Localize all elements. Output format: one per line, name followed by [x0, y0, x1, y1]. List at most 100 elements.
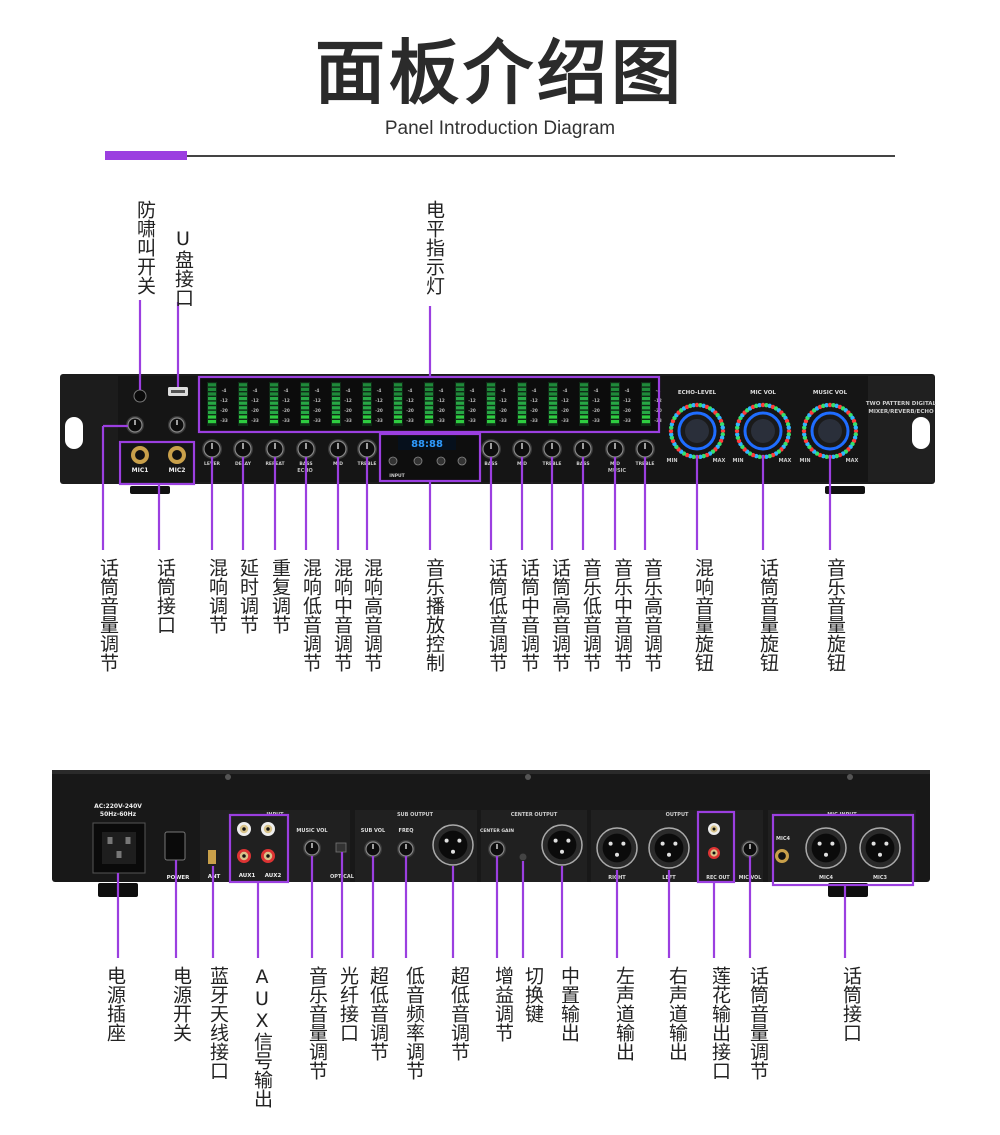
meter-segment — [270, 383, 278, 387]
right-output-xlr-pin — [621, 841, 626, 846]
meter-tick: -20 — [344, 408, 352, 413]
label-feedback-switch: 防啸叫开关 — [134, 200, 156, 295]
meter-segment — [363, 401, 371, 405]
meter-segment — [611, 406, 619, 410]
echo-level-knob-led — [691, 454, 696, 459]
front-foot-left — [130, 486, 170, 494]
meter-segment — [487, 383, 495, 387]
rec-out-right-hole — [712, 851, 716, 855]
meter-segment — [580, 415, 588, 419]
meter-segment — [208, 383, 216, 387]
meter-tick: -12 — [623, 398, 631, 403]
meter-tick: -12 — [530, 398, 538, 403]
meter-segment — [239, 410, 247, 414]
label-usb-port: U盘接口 — [172, 228, 194, 307]
mic2-text: MIC2 — [169, 467, 186, 474]
meter-segment — [580, 392, 588, 396]
right-output-xlr-body — [602, 833, 632, 863]
mic-vol-knob-caption: MIC VOL — [750, 390, 776, 396]
power-socket-inner — [102, 832, 136, 864]
meter-segment — [580, 383, 588, 387]
meter-tick: -4 — [284, 388, 289, 393]
meter-tick: -4 — [408, 388, 413, 393]
meter-segment — [363, 397, 371, 401]
mic-vol-knob-led — [757, 454, 762, 459]
meter-segment — [580, 401, 588, 405]
rca-output-highlight — [696, 810, 736, 884]
meter-segment — [549, 406, 557, 410]
meter-segment — [239, 383, 247, 387]
label-rca-output: 莲花输出接口 — [709, 966, 731, 1080]
meter-segment — [425, 392, 433, 396]
label-mic-vol-rear: 话筒音量调节 — [747, 966, 769, 1080]
meter-segment — [642, 420, 650, 424]
meter-tick: -12 — [344, 398, 352, 403]
meter-segment — [642, 410, 650, 414]
mic-vol-knob-led — [754, 403, 759, 409]
echo-level-knob-led — [691, 403, 696, 408]
front-foot-right — [825, 486, 865, 494]
meter-segment — [518, 420, 526, 424]
meter-segment — [394, 397, 402, 401]
meter-segment — [301, 387, 309, 391]
meter-segment — [580, 410, 588, 414]
meter-segment — [549, 401, 557, 405]
usb-port-slot — [171, 390, 185, 393]
echo-level-knob-led — [669, 432, 674, 437]
meter-segment — [394, 383, 402, 387]
label-mic-treble: 话筒高音调节 — [549, 558, 571, 672]
echo-level-knob-led — [720, 432, 725, 437]
label-sub-output: 超低音调节 — [448, 966, 470, 1061]
meter-segment — [208, 387, 216, 391]
meter-segment — [363, 387, 371, 391]
right-output-xlr-pin — [615, 852, 619, 857]
meter-tick: -33 — [220, 418, 228, 423]
meter-tick: -20 — [530, 408, 538, 413]
meter-segment — [518, 387, 526, 391]
music-vol-knob-led — [821, 403, 826, 409]
mic-vol-knob-led — [785, 422, 791, 427]
meter-segment — [270, 406, 278, 410]
mic-vol-knob-led — [786, 432, 791, 437]
playback-button — [457, 456, 467, 466]
label-right-output: 右声道输出 — [666, 966, 688, 1061]
label-power-switch: 电源开关 — [170, 966, 192, 1042]
power-switch — [164, 831, 186, 861]
label-optical: 光纤接口 — [337, 966, 359, 1042]
meter-segment — [363, 415, 371, 419]
echo-level-knob-led — [669, 435, 675, 440]
rear-sub-vol-text: SUB VOL — [361, 828, 386, 834]
aux2-left-hole — [266, 827, 270, 831]
mic4-xlr-body — [811, 833, 841, 863]
meter-segment — [363, 383, 371, 387]
meter-segment — [239, 420, 247, 424]
music-group-text: MUSIC — [608, 468, 626, 474]
music-vol-knob-min: MIN — [799, 458, 810, 464]
mic-vol-knob-led — [767, 453, 772, 459]
meter-segment — [239, 387, 247, 391]
rear-aux1-text: AUX1 — [239, 873, 256, 879]
mic3-xlr-pin — [878, 852, 882, 857]
feedback-switch — [133, 389, 147, 403]
music-vol-knob-led — [852, 422, 858, 427]
playback-display-text: 88:88 — [411, 439, 443, 450]
echo-level-knob-led — [720, 425, 725, 430]
meter-segment — [208, 415, 216, 419]
meter-segment — [394, 410, 402, 414]
rear-ac-text: AC:220V-240V — [94, 803, 142, 810]
echo-level-knob-led — [688, 403, 693, 409]
label-level-meter: 电平指示灯 — [423, 200, 445, 295]
meter-tick: -20 — [313, 408, 321, 413]
power-pin — [125, 837, 131, 844]
meter-tick: -4 — [594, 388, 599, 393]
bt-antenna-jack — [208, 850, 216, 864]
aux1-right-hole — [242, 854, 246, 858]
meter-segment — [239, 406, 247, 410]
playback-display — [398, 436, 456, 450]
meter-segment — [642, 406, 650, 410]
aux1-left-hole — [242, 827, 246, 831]
meter-segment — [208, 392, 216, 396]
meter-segment — [642, 383, 650, 387]
label-mic-volume-knob: 话筒音量旋钮 — [757, 558, 779, 672]
meter-tick: -4 — [563, 388, 568, 393]
